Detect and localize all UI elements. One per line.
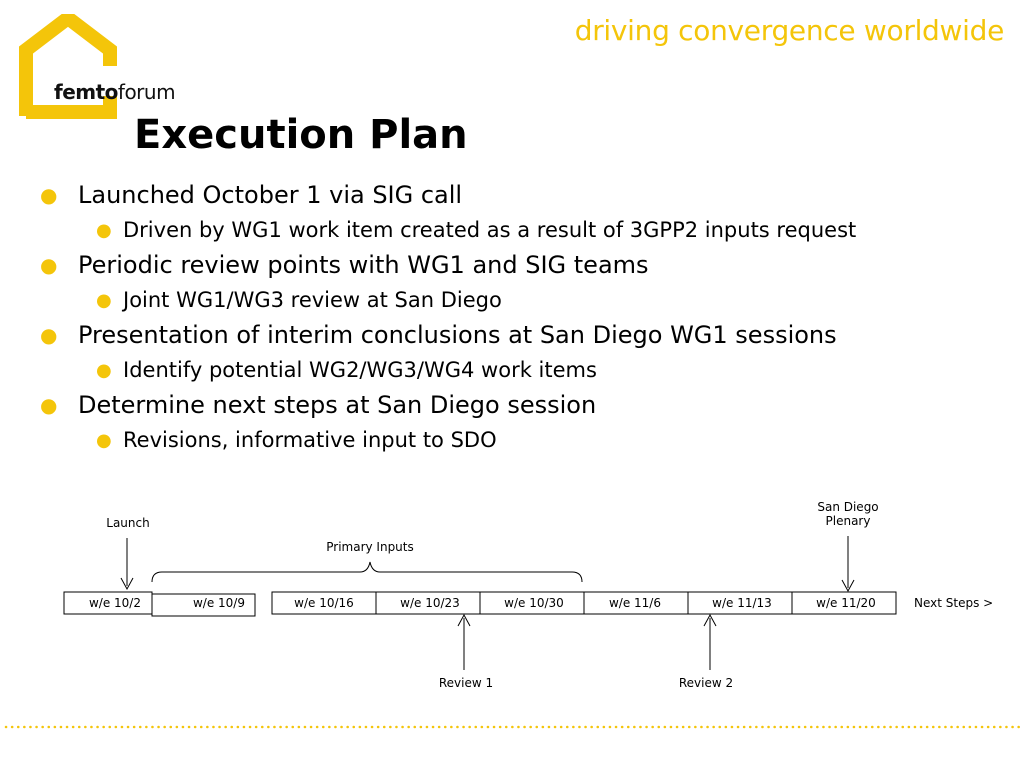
sub-bullet-item: ●Driven by WG1 work item created as a re… xyxy=(40,213,1000,248)
review2-label: Review 2 xyxy=(679,676,733,690)
week-labels: w/e 10/2 w/e 10/9 w/e 10/16 w/e 10/23 w/… xyxy=(89,596,876,610)
week-label: w/e 10/16 xyxy=(294,596,354,610)
week-boxes xyxy=(63,591,897,617)
week-label: w/e 11/20 xyxy=(816,596,876,610)
sub-bullet-item: ●Revisions, informative input to SDO xyxy=(40,423,1000,458)
slide-title: Execution Plan xyxy=(134,112,468,158)
week-label: w/e 10/30 xyxy=(504,596,564,610)
bullet-dot-icon: ● xyxy=(96,430,112,451)
femtoforum-logo: femtoforum xyxy=(18,9,176,124)
bullet-dot-icon: ● xyxy=(40,183,58,207)
bullet-dot-icon: ● xyxy=(96,360,112,381)
launch-label: Launch xyxy=(106,516,149,530)
sub-bullet-item: ●Identify potential WG2/WG3/WG4 work ite… xyxy=(40,353,1000,388)
bullet-item: ●Periodic review points with WG1 and SIG… xyxy=(40,248,1000,283)
plenary-label: San Diego xyxy=(817,500,878,514)
footer-dotted-divider xyxy=(4,725,1022,729)
logo-text: femtoforum xyxy=(54,80,176,104)
tagline: driving convergence worldwide xyxy=(574,14,1005,47)
primary-inputs-label: Primary Inputs xyxy=(326,540,414,554)
bullet-dot-icon: ● xyxy=(40,323,58,347)
review1-arrow-icon xyxy=(457,613,471,670)
week-box xyxy=(151,593,256,617)
bullet-list: ●Launched October 1 via SIG call ●Driven… xyxy=(40,178,1000,458)
plenary-label: Plenary xyxy=(826,514,871,528)
week-box xyxy=(791,591,897,615)
house-logo-icon xyxy=(19,9,117,119)
bullet-item: ●Presentation of interim conclusions at … xyxy=(40,318,1000,353)
timeline-diagram: w/e 10/2 w/e 10/9 w/e 10/16 w/e 10/23 w/… xyxy=(63,500,993,690)
launch-arrow-icon xyxy=(120,538,134,591)
review2-arrow-icon xyxy=(703,613,717,670)
week-label: w/e 11/13 xyxy=(712,596,772,610)
bullet-dot-icon: ● xyxy=(96,290,112,311)
week-label: w/e 10/23 xyxy=(400,596,460,610)
plenary-arrow-icon xyxy=(841,536,855,593)
bullet-dot-icon: ● xyxy=(40,253,58,277)
week-label: w/e 10/9 xyxy=(193,596,245,610)
bullet-dot-icon: ● xyxy=(96,220,112,241)
next-steps-label: Next Steps > xyxy=(914,596,993,610)
sub-bullet-item: ●Joint WG1/WG3 review at San Diego xyxy=(40,283,1000,318)
bullet-item: ●Launched October 1 via SIG call xyxy=(40,178,1000,213)
week-label: w/e 11/6 xyxy=(609,596,661,610)
review1-label: Review 1 xyxy=(439,676,493,690)
primary-inputs-brace xyxy=(151,561,583,583)
week-label: w/e 10/2 xyxy=(89,596,141,610)
bullet-dot-icon: ● xyxy=(40,393,58,417)
bullet-item: ●Determine next steps at San Diego sessi… xyxy=(40,388,1000,423)
